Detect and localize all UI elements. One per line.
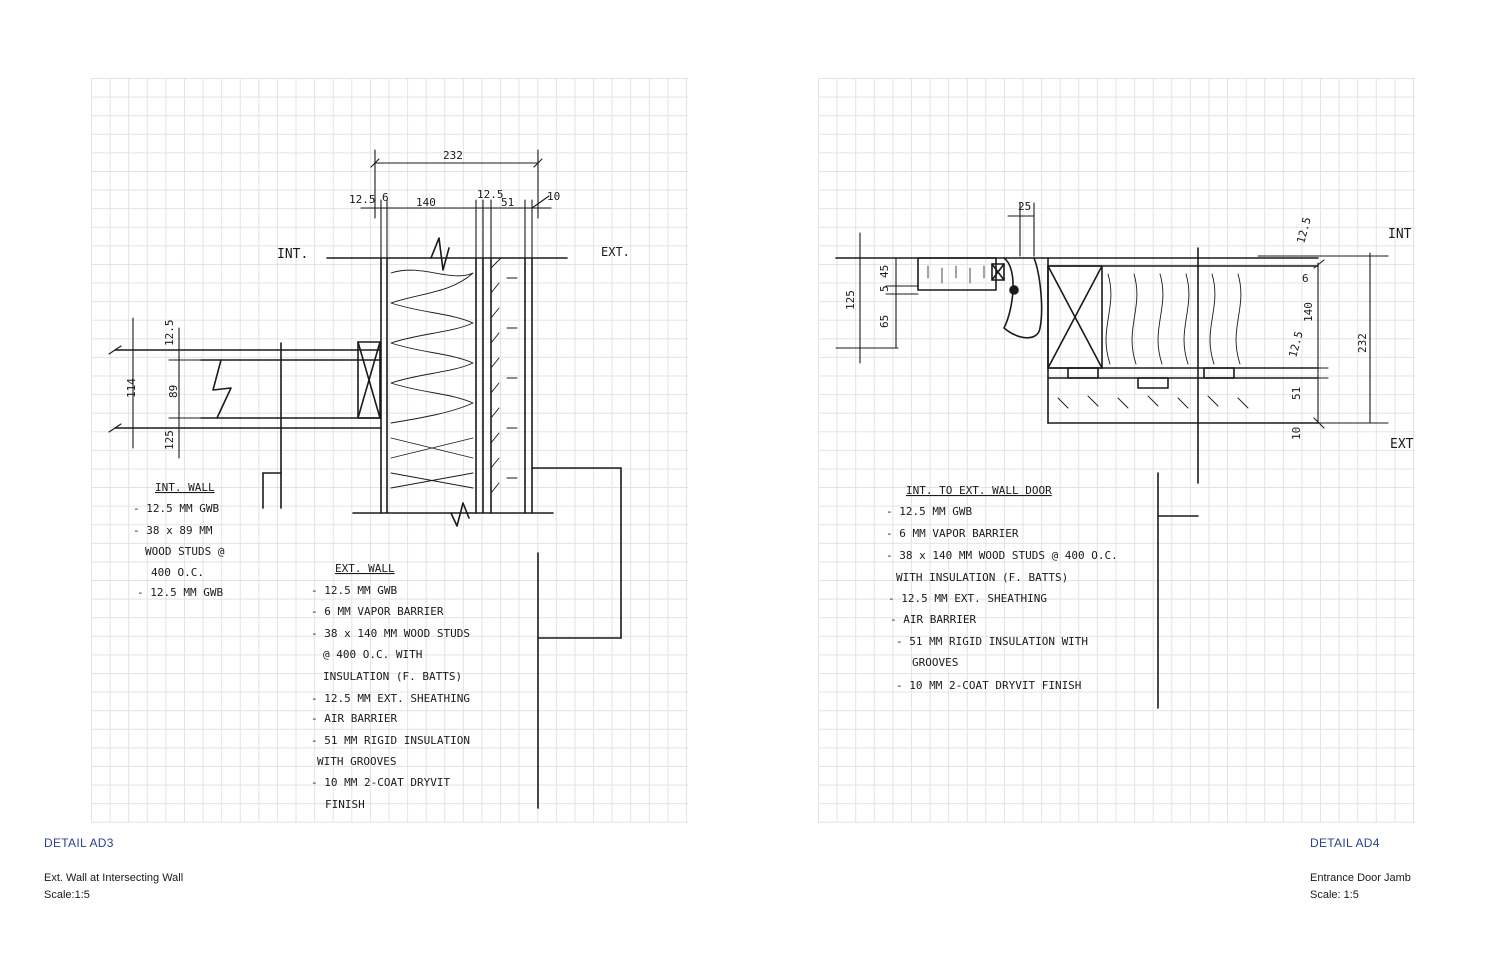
detail-ad3-caption: Ext. Wall at Intersecting Wall Scale:1:5 (44, 870, 183, 904)
dim-int-gwb: 12.5 (163, 320, 176, 347)
detail-ad4-title: Entrance Door Jamb (1310, 872, 1411, 884)
dim-right-gwb: 12.5 (1294, 216, 1313, 245)
dim-sheathing: 12.5 (477, 188, 504, 201)
int-wall-line: - 12.5 MM GWB (137, 586, 223, 599)
ext-side-label: EXT. (601, 245, 630, 259)
dim-overall: 232 (443, 149, 463, 162)
notes-line: - 38 x 140 MM WOOD STUDS @ 400 O.C. (886, 549, 1118, 562)
dim-left-b: 5 (878, 285, 891, 292)
notes-line: WITH INSULATION (F. BATTS) (896, 571, 1068, 584)
dim-stud: 140 (416, 196, 436, 209)
int-wall-line: - 12.5 MM GWB (133, 502, 219, 515)
ext-wall-line: - 51 MM RIGID INSULATION (311, 734, 470, 747)
rigid-insulation-hatch (490, 257, 518, 494)
batt-insulation (1057, 273, 1249, 409)
dim-right-rigid: 51 (1290, 387, 1303, 400)
door-wood-grain (927, 265, 985, 284)
int-side-label: INT. (277, 247, 308, 262)
dim-int-gwb2: 125 (163, 430, 176, 450)
detail-ad4-drawing: 25 125 45 5 65 12.5 6 140 232 12.5 51 10… (835, 200, 1414, 709)
int-side-label: INT (1388, 227, 1412, 242)
dimension-labels: 232 12.5 6 140 12.5 51 10 12.5 114 89 12… (125, 149, 560, 450)
dim-left-a: 45 (878, 265, 891, 278)
int-wall-line: - 38 x 89 MM (133, 524, 213, 537)
detail-ad3-scale: Scale:1:5 (44, 889, 90, 901)
ext-wall-line: INSULATION (F. BATTS) (323, 670, 462, 683)
ext-wall-heading: EXT. WALL (335, 562, 395, 575)
detail-ad4-scale: Scale: 1:5 (1310, 889, 1359, 901)
notes-line: - AIR BARRIER (890, 613, 976, 626)
ext-wall-line: - 12.5 MM GWB (311, 584, 397, 597)
wall-outline (835, 247, 1319, 709)
notes-line: - 6 MM VAPOR BARRIER (886, 527, 1019, 540)
notes-line: - 51 MM RIGID INSULATION WITH (896, 635, 1088, 648)
dim-left-c: 65 (878, 315, 891, 328)
ext-wall-outline (326, 237, 622, 809)
int-wall-outline (114, 341, 382, 509)
notes-heading: INT. TO EXT. WALL DOOR (906, 484, 1052, 497)
dim-left-total: 125 (844, 290, 857, 310)
dim-right-total: 232 (1356, 333, 1369, 353)
ext-wall-line: - 10 MM 2-COAT DRYVIT (311, 776, 450, 789)
dim-right-finish: 10 (1290, 427, 1303, 440)
door-wall-notes: INT. TO EXT. WALL DOOR - 12.5 MM GWB - 6… (886, 484, 1118, 692)
ext-wall-line: FINISH (325, 798, 365, 811)
dimension-labels: 25 125 45 5 65 12.5 6 140 232 12.5 51 10 (844, 200, 1369, 440)
int-wall-heading: INT. WALL (155, 481, 215, 494)
dim-right-stud: 140 (1302, 302, 1315, 322)
notes-line: - 12.5 MM GWB (886, 505, 972, 518)
dim-int-total: 114 (125, 378, 138, 398)
dim-rigid: 51 (501, 196, 514, 209)
detail-ad3-tag: DETAIL AD3 (44, 836, 114, 850)
dim-vapor-barrier: 6 (382, 191, 389, 204)
ext-wall-line: - AIR BARRIER (311, 712, 397, 725)
int-wall-notes: INT. WALL - 12.5 MM GWB - 38 x 89 MM WOO… (133, 481, 225, 599)
ext-side-label: EXT (1390, 437, 1414, 452)
notes-line: GROOVES (912, 656, 958, 669)
dim-finish: 10 (547, 190, 560, 203)
dim-right-vb: 6 (1302, 272, 1309, 285)
dim-gwb: 12.5 (349, 193, 376, 206)
detail-ad3-drawing: 232 12.5 6 140 12.5 51 10 12.5 114 89 12… (108, 149, 630, 811)
ext-wall-line: WITH GROOVES (317, 755, 396, 768)
int-wall-line: 400 O.C. (151, 566, 204, 579)
notes-line: - 12.5 MM EXT. SHEATHING (888, 592, 1047, 605)
ext-wall-line: - 12.5 MM EXT. SHEATHING (311, 692, 470, 705)
ext-wall-line: @ 400 O.C. WITH (323, 648, 422, 661)
ext-wall-line: - 38 x 140 MM WOOD STUDS (311, 627, 470, 640)
ext-wall-notes: EXT. WALL - 12.5 MM GWB - 6 MM VAPOR BAR… (311, 562, 470, 811)
ext-wall-line: - 6 MM VAPOR BARRIER (311, 605, 444, 618)
dim-right-sheathing: 12.5 (1286, 330, 1305, 359)
notes-line: - 10 MM 2-COAT DRYVIT FINISH (896, 679, 1081, 692)
detail-ad4-tag: DETAIL AD4 (1310, 836, 1380, 850)
int-wall-line: WOOD STUDS @ (145, 545, 225, 558)
detail-ad4-sketch: 25 125 45 5 65 12.5 6 140 232 12.5 51 10… (818, 78, 1415, 823)
detail-ad4-caption: Entrance Door Jamb Scale: 1:5 (1310, 870, 1411, 904)
detail-ad3-title: Ext. Wall at Intersecting Wall (44, 872, 184, 884)
dim-int-stud: 89 (167, 385, 180, 398)
dim-top: 25 (1018, 200, 1031, 213)
batt-insulation (390, 269, 474, 489)
detail-ad3-sketch: 232 12.5 6 140 12.5 51 10 12.5 114 89 12… (91, 78, 688, 823)
